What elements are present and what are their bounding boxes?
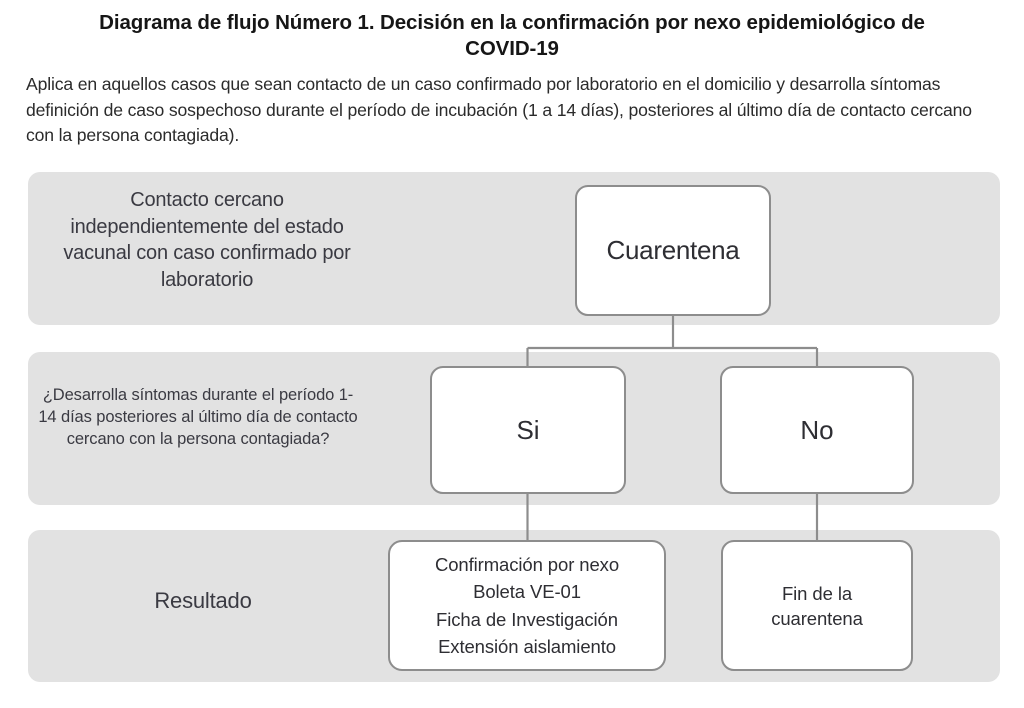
swimlane-label-resultado: Resultado	[154, 588, 252, 613]
swimlane-label-sintomas: ¿Desarrolla síntomas durante el período …	[38, 386, 358, 448]
node-no[interactable]: No	[720, 366, 914, 494]
node-si[interactable]: Si	[430, 366, 626, 494]
diagram-header: Diagrama de flujo Número 1. Decisión en …	[0, 0, 1024, 165]
page-title: Diagrama de flujo Número 1. Decisión en …	[99, 11, 925, 60]
page-subtitle: Aplica en aquellos casos que sean contac…	[26, 74, 972, 145]
swimlane-label-contacto: Contacto cercano independientemente del …	[63, 189, 351, 291]
swimlane-row-contacto: Contacto cercano independientemente del …	[28, 172, 1000, 325]
node-cuarentena[interactable]: Cuarentena	[575, 185, 771, 316]
node-si-label: Si	[516, 414, 540, 445]
node-cuarentena-label: Cuarentena	[606, 235, 740, 265]
node-no-label: No	[800, 414, 834, 445]
